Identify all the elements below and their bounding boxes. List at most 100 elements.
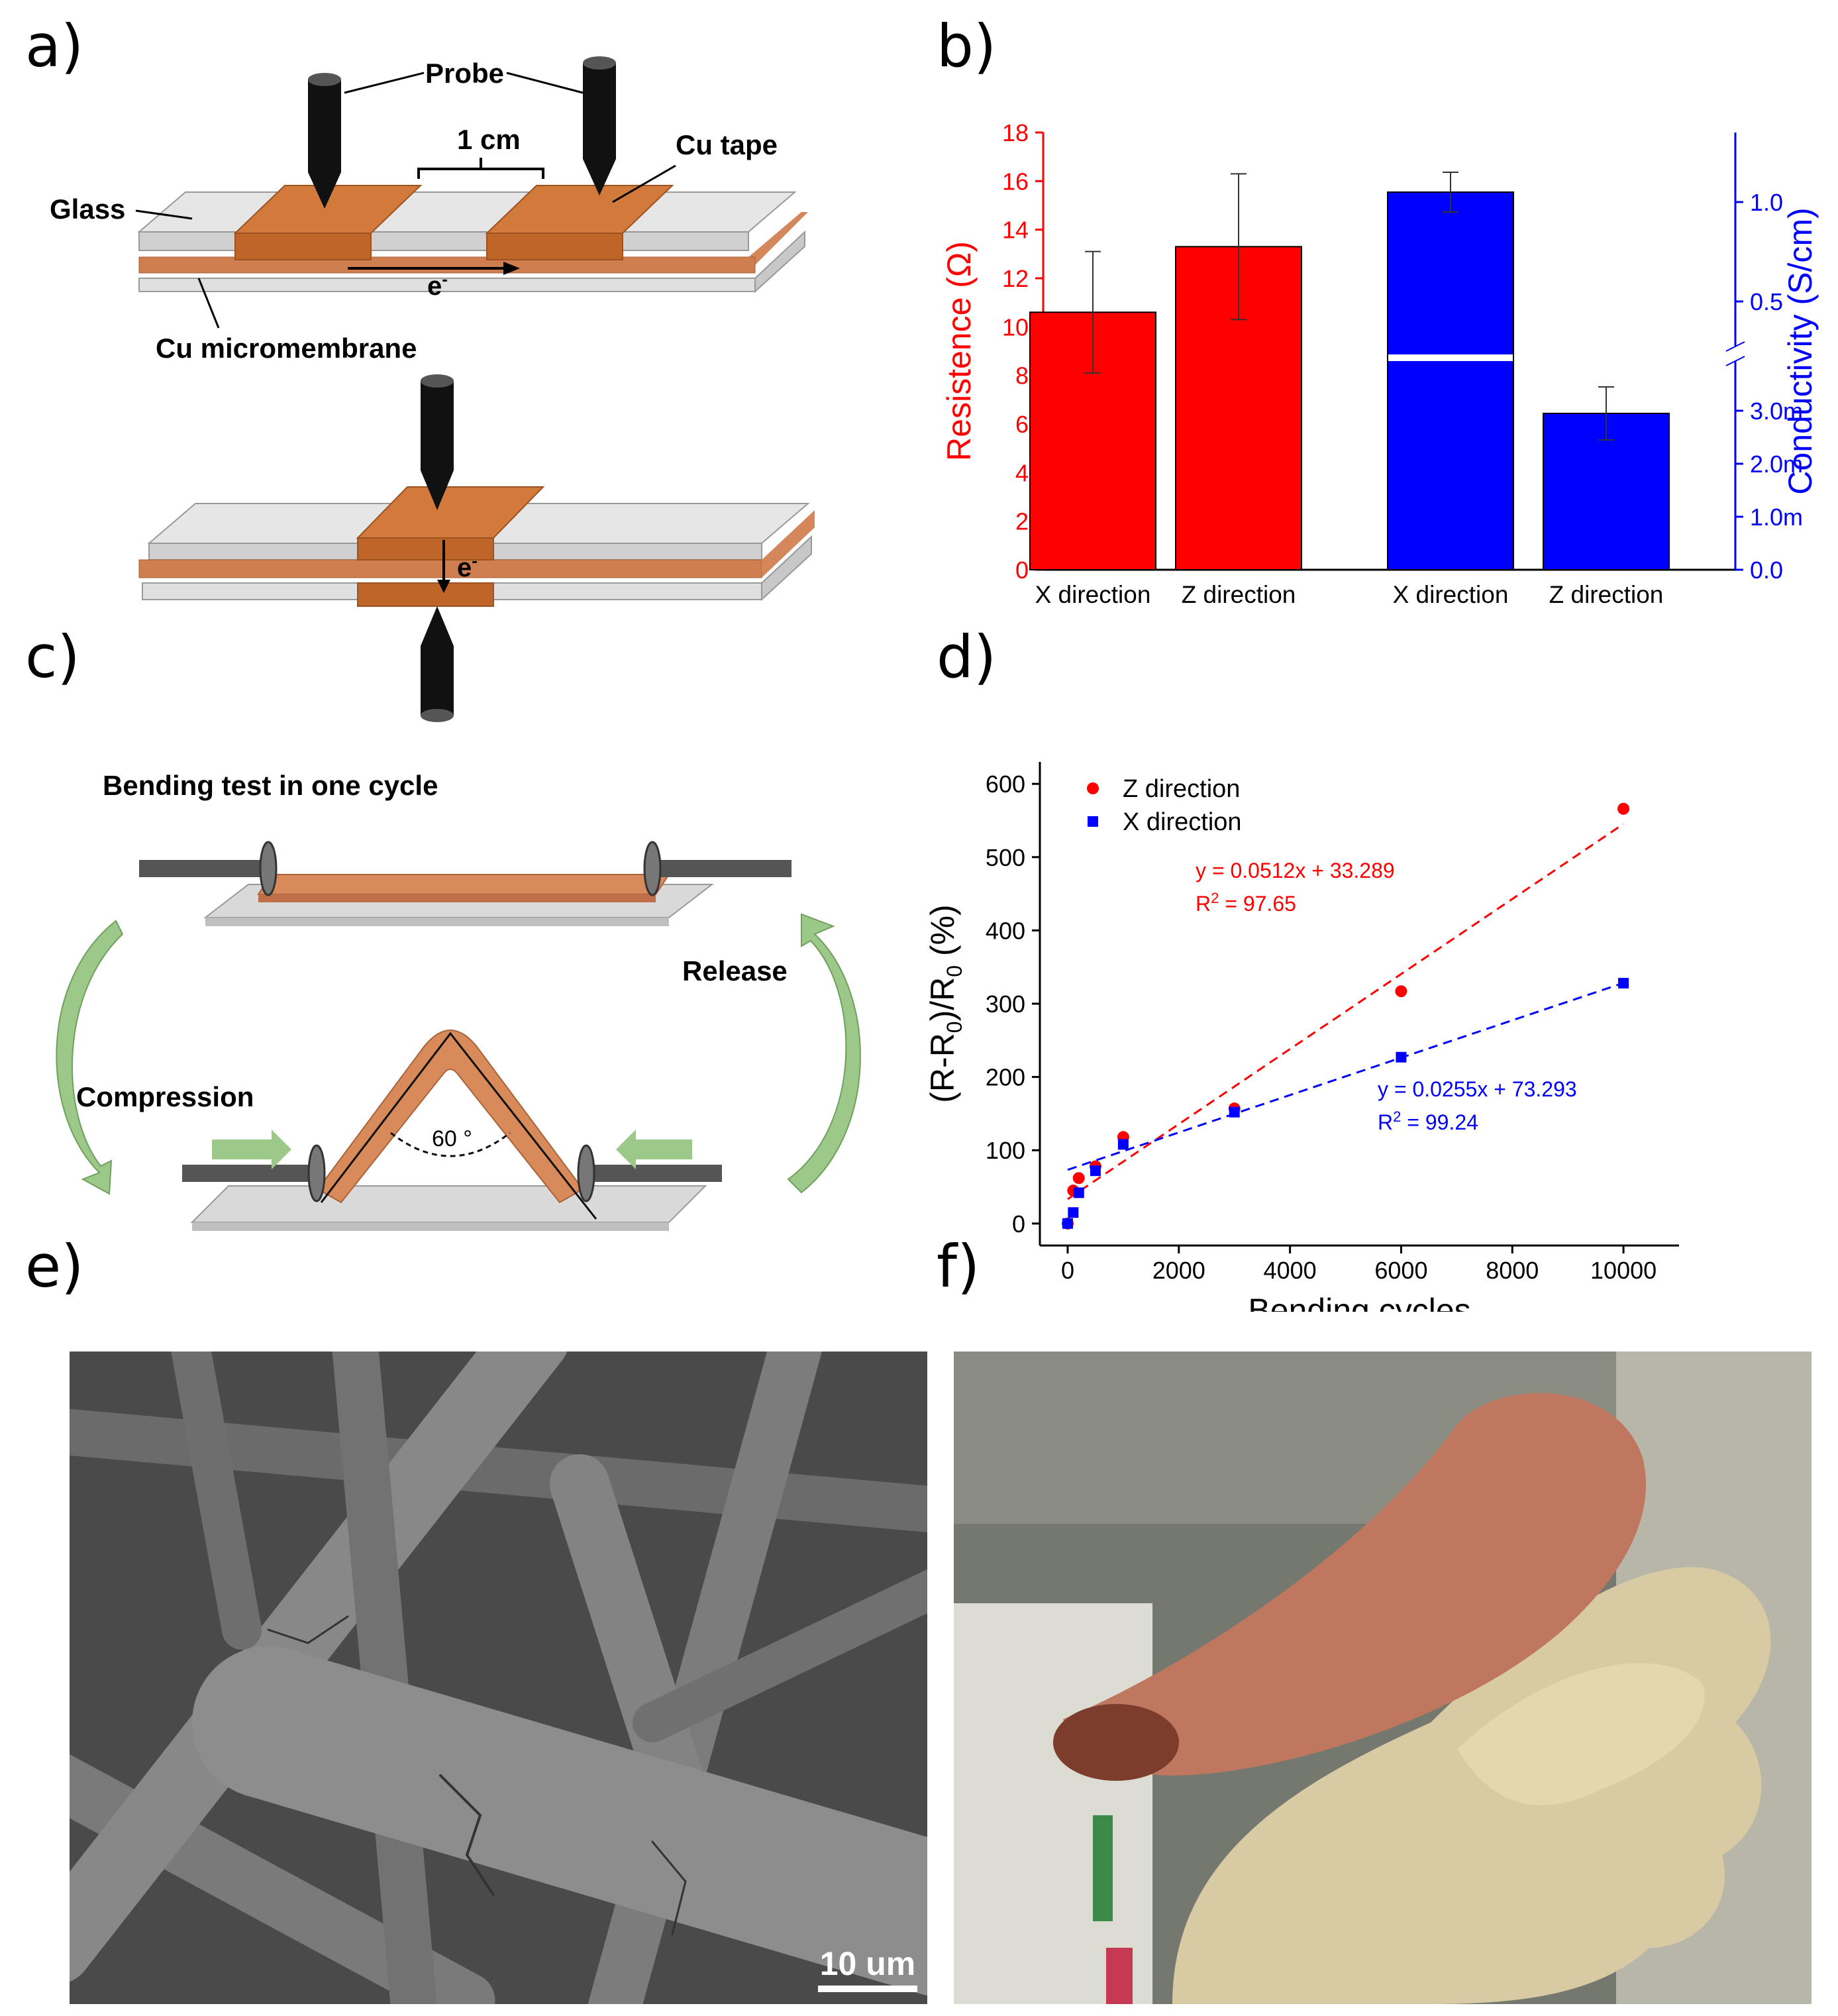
x-tick-label: 4000 <box>1264 1257 1317 1284</box>
fit-equation: y = 0.0255x + 73.293 <box>1378 1077 1577 1101</box>
crack-1 <box>439 1774 495 1896</box>
compression-label: Compression <box>76 1081 254 1112</box>
fiber-7 <box>192 1646 927 1995</box>
cu-tape-bottom-2 <box>357 582 494 607</box>
push-arrow-right <box>616 1130 692 1169</box>
electron-label-horizontal: e- <box>427 269 448 301</box>
copper-film-photo <box>954 1352 1812 2004</box>
left-y-tick-label: 18 <box>1002 119 1029 146</box>
base-plate-bent <box>190 1185 707 1223</box>
bar-break-gap <box>1388 354 1513 361</box>
cu-tape-label: Cu tape <box>676 129 778 160</box>
glove-finger <box>1457 1663 1705 1805</box>
probe-top-2-tip <box>421 470 454 510</box>
data-point-x <box>1396 1051 1407 1063</box>
panel-label-e: e) <box>25 1232 84 1300</box>
photo-scene <box>954 1352 1812 2004</box>
compression-arrow <box>56 920 124 1195</box>
probe-left-tip <box>308 172 341 209</box>
scale-bar-label: 10 um <box>819 1945 916 1982</box>
x-category-label: Z direction <box>1182 581 1296 608</box>
probe-left <box>308 80 341 172</box>
cu-tape-right-front <box>486 233 623 260</box>
x-tick-label: 6000 <box>1374 1257 1427 1284</box>
membrane-bent-inner-line <box>320 1032 597 1220</box>
probe-left-cap <box>308 73 341 86</box>
fiber-4 <box>70 1352 567 1982</box>
sem-image: 10 um <box>70 1352 927 2004</box>
panel-label-f: f) <box>937 1232 980 1300</box>
left-y-tick-label: 8 <box>1015 362 1029 390</box>
fit-equation: y = 0.0512x + 33.289 <box>1196 859 1395 882</box>
left-y-tick-label: 4 <box>1015 459 1029 486</box>
glass-slide-top-edge <box>138 231 749 251</box>
probe-leader-right <box>506 72 584 94</box>
distance-label: 1 cm <box>457 124 521 155</box>
release-arrow <box>787 913 861 1194</box>
data-point-z <box>1617 802 1630 815</box>
fiber-5 <box>332 1352 437 2004</box>
y-tick-label: 400 <box>986 917 1025 944</box>
membrane-label: Cu micromembrane <box>156 333 417 364</box>
y-tick-label: 500 <box>986 844 1025 871</box>
electron-arrowhead-horizontal <box>503 262 520 275</box>
right-y-tick-label: 1.0m <box>1750 504 1803 531</box>
data-point-z <box>1072 1172 1085 1185</box>
panel-label-b: b) <box>937 12 997 80</box>
glass-label: Glass <box>50 193 125 225</box>
glass-leader <box>135 209 193 220</box>
left-y-tick-label: 0 <box>1015 557 1029 584</box>
copper-film-edge <box>1053 1704 1179 1781</box>
x-category-label: Z direction <box>1549 581 1664 608</box>
electron-label-vertical: e- <box>457 551 478 582</box>
probe-right-cap <box>583 56 616 70</box>
conductivity-bar <box>1387 191 1514 570</box>
glass-bottom-2-side <box>761 535 812 602</box>
probe-bottom-2-tip <box>421 606 454 646</box>
panel-label-c: c) <box>25 623 80 691</box>
membrane-flat-front <box>258 894 656 902</box>
probe-leader-left <box>344 72 425 94</box>
x-axis-title: Bending cycles <box>1248 1292 1470 1312</box>
right-y-tick-label: 0.5 <box>1750 288 1783 315</box>
crack-3 <box>651 1840 687 1936</box>
angle-label: 60 ° <box>432 1126 472 1151</box>
right-y-tick-label: 2.0m <box>1750 451 1803 478</box>
fit-line-z <box>1067 823 1624 1200</box>
data-point-x <box>1090 1165 1101 1177</box>
y-tick-label: 600 <box>986 770 1025 798</box>
cycle-arrows <box>56 913 861 1195</box>
clamp-right-bent <box>577 1144 595 1202</box>
base-plate-flat-edge <box>205 918 669 926</box>
fiber-8 <box>633 1569 927 1742</box>
clamp-right-flat <box>643 841 662 896</box>
sem-fibers <box>70 1352 927 2004</box>
left-y-tick-label: 2 <box>1015 508 1029 535</box>
data-point-x <box>1229 1106 1240 1118</box>
rod-right-bent <box>586 1165 722 1182</box>
bent-state: 60 ° <box>182 1030 722 1231</box>
legend-marker-x <box>1088 816 1098 827</box>
y-tick-label: 0 <box>1012 1210 1025 1238</box>
membrane-bent <box>317 1030 584 1204</box>
x-category-label: X direction <box>1035 581 1151 608</box>
y-tick-label: 200 <box>986 1064 1025 1091</box>
probe-bottom-2-cap <box>421 709 454 722</box>
x-tick-label: 0 <box>1061 1257 1074 1284</box>
left-y-tick-label: 14 <box>1002 217 1029 244</box>
panel-c-schematic: Bending test in one cycle Release Compre… <box>56 770 861 1231</box>
angle-arc <box>390 1132 511 1157</box>
rod-left-bent <box>182 1165 318 1182</box>
glass-slide-bottom-side <box>754 230 805 293</box>
probe-right-tip <box>583 159 616 195</box>
fit-line-x <box>1067 982 1624 1171</box>
resistance-bar <box>1029 311 1156 570</box>
glass-slide-top <box>137 191 797 233</box>
electron-arrowhead-vertical <box>437 580 450 593</box>
cu-tape-top-2-front <box>357 537 494 560</box>
x-tick-label: 2000 <box>1152 1257 1205 1284</box>
distance-bracket <box>417 158 544 179</box>
data-point-x <box>1068 1207 1079 1218</box>
axis-break-mark-low <box>1725 356 1745 366</box>
